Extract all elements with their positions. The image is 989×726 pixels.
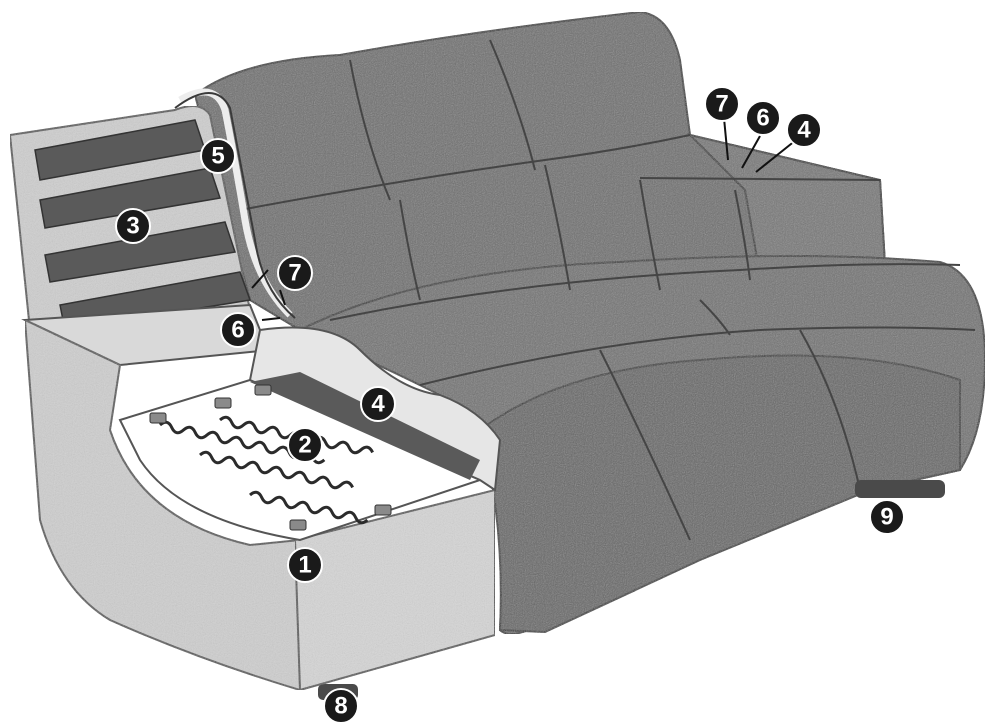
callout-6-arm: 6 (745, 100, 781, 136)
callout-7-back: 7 (277, 255, 313, 291)
side-frame-panel (23, 318, 301, 692)
callout-9-label: 9 (880, 504, 893, 531)
tuft-seams (239, 39, 976, 541)
callout-3-label: 3 (126, 213, 139, 240)
callout-7-arm-label: 7 (715, 91, 728, 118)
right-foot (855, 480, 945, 498)
sofa-upholstery (193, 10, 987, 635)
frame-cutaway (8, 105, 502, 692)
callout-4-seat-label: 4 (371, 391, 385, 418)
rear-deck-board (250, 372, 480, 480)
callout-5-label: 5 (211, 143, 224, 170)
callout-7-back-label: 7 (288, 260, 301, 287)
callout-6-back: 6 (220, 312, 256, 348)
callout-1-label: 1 (298, 552, 311, 579)
callout-6-arm-label: 6 (756, 105, 769, 132)
callout-7-arm: 7 (704, 86, 740, 122)
callout-8-label: 8 (334, 693, 347, 720)
callout-2-label: 2 (298, 432, 311, 459)
callout-4-seat: 4 (360, 386, 396, 422)
callout-2: 2 (287, 427, 323, 463)
callout-3: 3 (115, 208, 151, 244)
spring-clips (149, 384, 392, 531)
pointer-arrows (251, 117, 797, 321)
callout-4-arm: 4 (786, 112, 822, 148)
callout-4-arm-label: 4 (797, 117, 811, 144)
callout-9: 9 (869, 499, 905, 535)
front-rail (293, 488, 496, 692)
callout-5: 5 (200, 138, 236, 174)
callout-8: 8 (323, 688, 359, 724)
backrest-outline (174, 92, 296, 319)
callout-6-back-label: 6 (231, 317, 244, 344)
callout-1: 1 (287, 547, 323, 583)
